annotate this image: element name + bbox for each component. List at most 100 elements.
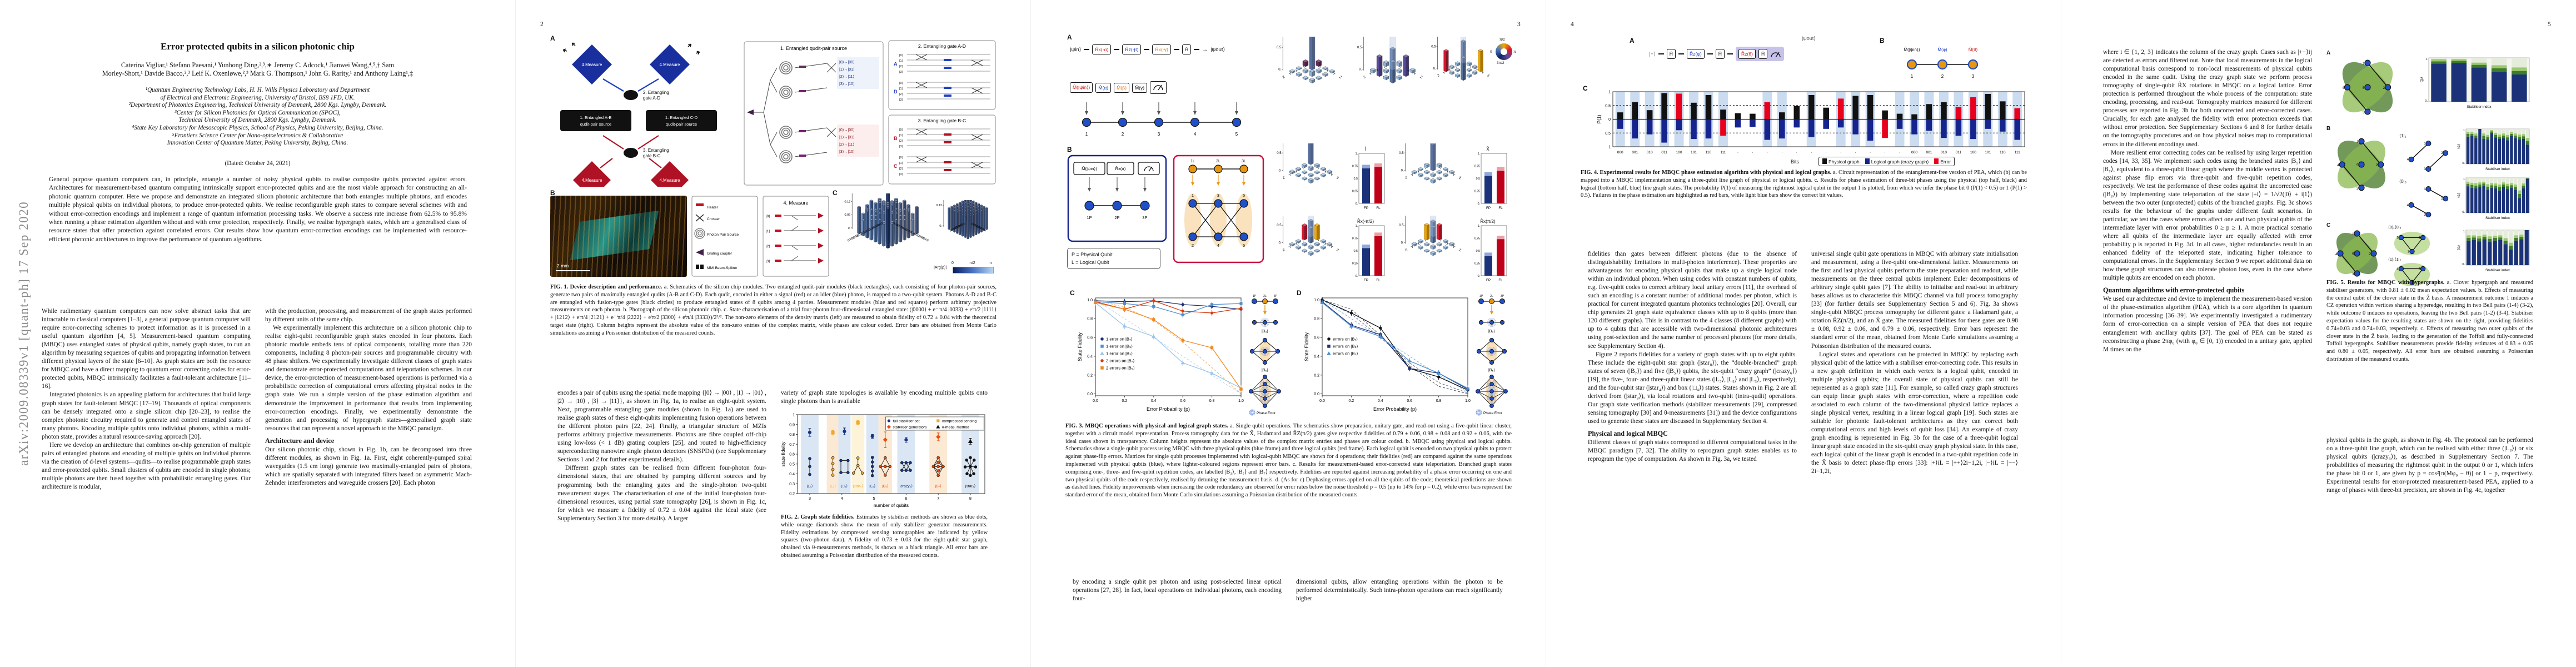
svg-text:·: · bbox=[1767, 151, 1768, 155]
svg-text:|0033⟩: |0033⟩ bbox=[896, 223, 904, 230]
svg-text:state fidelity: state fidelity bbox=[781, 441, 786, 467]
gate-h1: Ĥ bbox=[1666, 49, 1676, 59]
chip-photograph: 2 mm bbox=[550, 196, 687, 277]
svg-text:|3⟩→|10⟩: |3⟩→|10⟩ bbox=[839, 150, 855, 154]
svg-text:·: · bbox=[1796, 151, 1797, 155]
svg-text:2. Entangling: 2. Entangling bbox=[643, 90, 669, 95]
abstract: General purpose quantum computers can, i… bbox=[49, 176, 467, 243]
svg-text:0.8: 0.8 bbox=[789, 433, 795, 437]
svg-text:A: A bbox=[894, 61, 898, 67]
svg-text:3: 3 bbox=[2352, 272, 2354, 276]
fig3-circuit-row: |ψin⟩ R̂x(-α) R̂z(-β) R̂x(-γ) Ĥ → |ψout⟩ bbox=[1070, 44, 1225, 54]
svg-text:|3⟩: |3⟩ bbox=[899, 98, 903, 102]
fig1-qudit-pair-source: 1. Entangled qudit-pair source|0⟩→|00⟩|1… bbox=[744, 41, 884, 186]
svg-text:⟨ĝᵢ⟩: ⟨ĝᵢ⟩ bbox=[2420, 77, 2424, 82]
svg-text:X: X bbox=[1296, 69, 1299, 73]
fig1-caption: FIG. 1. Device description and performan… bbox=[550, 284, 996, 336]
svg-text:X̂: X̂ bbox=[1486, 147, 1489, 152]
svg-text:0.2: 0.2 bbox=[1314, 374, 1319, 377]
svg-text:2: 2 bbox=[2376, 163, 2378, 167]
svg-text:1: 1 bbox=[2463, 178, 2465, 181]
phase-colorbar bbox=[953, 267, 994, 273]
fig2-caption: FIG. 2. Graph state fidelities. Estimate… bbox=[781, 514, 988, 559]
svg-text:X: X bbox=[1475, 68, 1478, 72]
fig1-panel-c-label: C bbox=[833, 189, 838, 197]
svg-text:|2⟩: |2⟩ bbox=[899, 64, 903, 68]
svg-text:|1⟩→|01⟩: |1⟩→|01⟩ bbox=[839, 135, 855, 140]
svg-text:0.5: 0.5 bbox=[1476, 250, 1480, 253]
svg-text:0.2: 0.2 bbox=[1349, 399, 1354, 403]
svg-text:0.25: 0.25 bbox=[1474, 190, 1480, 193]
svg-text:|0⟩: |0⟩ bbox=[899, 156, 903, 160]
svg-text:2: 2 bbox=[1122, 132, 1124, 137]
svg-text:X: X bbox=[1323, 242, 1327, 246]
svg-text:0.: 0. bbox=[1478, 275, 1480, 278]
svg-text:3: 3 bbox=[2363, 111, 2365, 115]
svg-text:|3⟩: |3⟩ bbox=[899, 70, 903, 74]
svg-text:2L: 2L bbox=[1216, 160, 1220, 163]
svg-text:0.25: 0.25 bbox=[1352, 262, 1358, 266]
dated-line: (Dated: October 24, 2021) bbox=[225, 160, 291, 167]
svg-text:2 errors on |B₅⟩: 2 errors on |B₅⟩ bbox=[1106, 366, 1135, 371]
svg-text:0.0: 0.0 bbox=[1087, 392, 1093, 396]
svg-text:1.: 1. bbox=[1478, 225, 1480, 228]
svg-text:0.5: 0.5 bbox=[1431, 45, 1436, 48]
svg-text:3: 3 bbox=[1217, 193, 1219, 198]
wheel-3pi2: 3π/2 bbox=[1497, 61, 1504, 65]
svg-text:4: 4 bbox=[2396, 267, 2399, 271]
svg-text:100: 100 bbox=[1970, 151, 1976, 155]
scale-bar bbox=[556, 270, 590, 271]
legend-logical: Logical graph (crazy graph) bbox=[1865, 158, 1929, 165]
svg-text:I: I bbox=[1302, 167, 1305, 170]
svg-text:3P: 3P bbox=[1142, 215, 1147, 220]
svg-text:I: I bbox=[1384, 66, 1387, 69]
svg-text:3: 3 bbox=[1972, 74, 1975, 79]
svg-text:0.3: 0.3 bbox=[789, 482, 795, 486]
svg-text:5: 5 bbox=[2419, 267, 2421, 271]
svg-text:5: 5 bbox=[1235, 132, 1238, 137]
svg-text:110: 110 bbox=[2000, 151, 2006, 155]
colorbar-tick-pi: π bbox=[989, 261, 992, 265]
svg-text:|B₃⟩: |B₃⟩ bbox=[1488, 329, 1495, 334]
fig3-panel-c-label: C bbox=[1070, 289, 1075, 297]
svg-text:M̂(|ψin⟩): M̂(|ψin⟩) bbox=[1904, 47, 1920, 52]
note-physical: P = Physical Qubit bbox=[1072, 252, 1113, 257]
density-matrix-ideal: 0.0.12⟨0000|⟨1111|⟨2121|⟨3300||0033⟩|121… bbox=[934, 189, 996, 266]
svg-text:3L: 3L bbox=[1242, 160, 1246, 163]
svg-text:Z: Z bbox=[1282, 76, 1285, 79]
logical-readout-block: R̂z(θ) Ĥ bbox=[1735, 47, 1785, 61]
meas-label-0: ⟨0|₅ bbox=[2399, 179, 2406, 184]
svg-text:Î: Î bbox=[1364, 147, 1367, 152]
svg-text:X: X bbox=[1448, 68, 1452, 72]
meter-icon bbox=[1770, 51, 1781, 58]
svg-text:8: 8 bbox=[969, 496, 971, 501]
svg-text:1: 1 bbox=[1192, 193, 1194, 198]
svg-text:1: 1 bbox=[2424, 188, 2426, 191]
svg-text:Stabiliser index: Stabiliser index bbox=[2485, 216, 2510, 220]
gate-h: Ĥ bbox=[1182, 44, 1192, 54]
svg-text:1 error on |B₃⟩: 1 error on |B₃⟩ bbox=[1106, 351, 1133, 356]
page-4: 4 A |ψout⟩ |+⟩ Ĥ R̂z(φ) Ĥ R̂z(θ) Ĥ B M̂(… bbox=[1546, 0, 2061, 667]
page-number: 3 bbox=[1517, 21, 1521, 28]
svg-text:0.: 0. bbox=[1401, 241, 1404, 245]
svg-text:0.6: 0.6 bbox=[1087, 336, 1093, 340]
svg-text:errors on |B₃⟩: errors on |B₃⟩ bbox=[1333, 351, 1358, 356]
svg-text:6: 6 bbox=[905, 496, 907, 501]
colorbar-label: |Arg(ρ)| bbox=[934, 266, 947, 270]
svg-text:Y: Y bbox=[1481, 71, 1484, 75]
svg-text:R̂x(-π/2): R̂x(-π/2) bbox=[1357, 219, 1374, 224]
svg-text:·: · bbox=[1884, 151, 1885, 155]
svg-text:|3⟩: |3⟩ bbox=[899, 172, 903, 176]
svg-text:|B₃⟩: |B₃⟩ bbox=[1262, 329, 1268, 334]
